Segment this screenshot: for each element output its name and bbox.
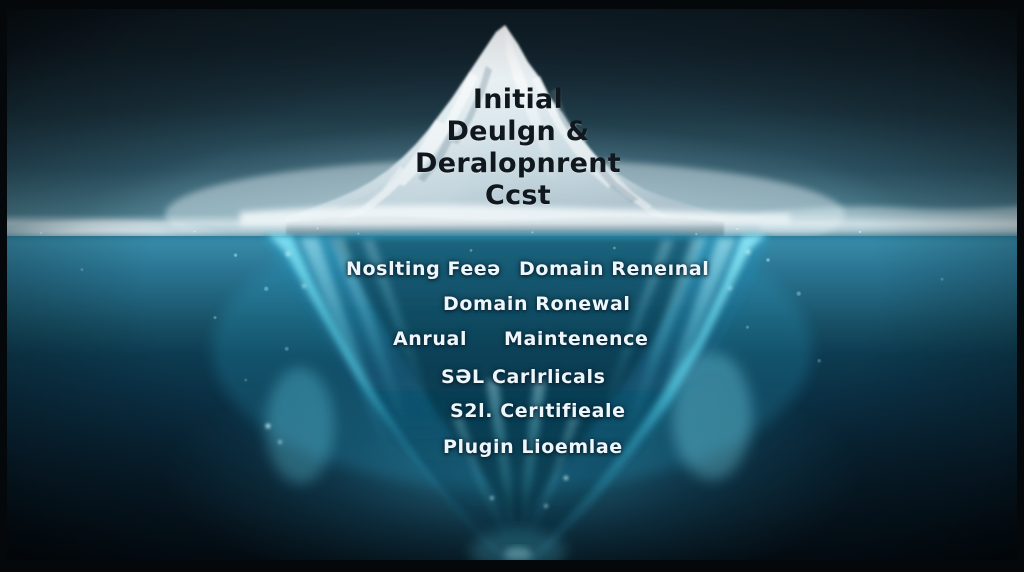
iceberg-above-water [0, 0, 1024, 248]
underwater-bubbles [0, 236, 1024, 476]
